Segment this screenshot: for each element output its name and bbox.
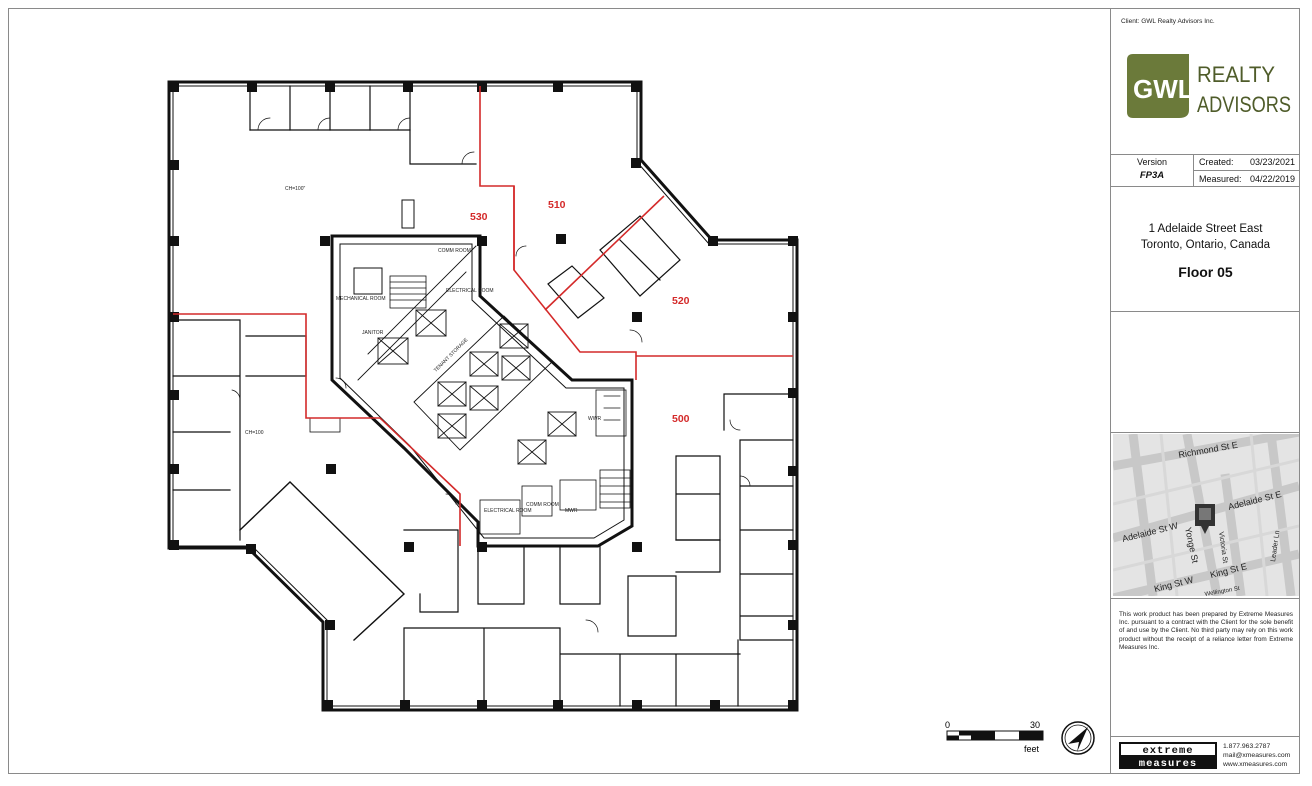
company-word-1: extreme [1142,745,1193,757]
address-line-2: Toronto, Ontario, Canada [1140,239,1271,251]
version-cell: Version FP3A [1111,154,1194,186]
room-label-tenant-storage: TENANT STORAGE [433,337,470,374]
logo-word-realty: REALTY [1197,62,1275,87]
room-label-ch-left: CH=100 [245,430,264,436]
street-leader: Leader Ln [1270,530,1281,562]
street-wellington: Wellington St [1204,586,1240,596]
floor-title: Floor 05 [1178,264,1233,280]
scale-end: 30 [1030,720,1040,730]
scale-start: 0 [945,720,950,730]
floor-plan: 530 510 520 500 CH=100" CH=100 COMM ROOM… [167,80,1095,755]
room-label-mwr: MWR [565,508,578,514]
divider [1111,598,1300,599]
suite-label-520: 520 [672,295,690,307]
suite-label-500: 500 [672,413,690,425]
version-value: FP3A [1139,170,1165,181]
divider [1111,311,1300,312]
logo-word-advisors: ADVISORS [1197,92,1291,117]
measured-value: 04/22/2019 [1249,174,1295,184]
street-victoria: Victoria St [1217,531,1228,563]
divider [1194,170,1300,171]
divider [1111,736,1300,737]
extreme-measures-logo: extreme measures [1119,742,1217,770]
contact-phone: 1.877.963.2787 [1223,743,1271,750]
building-core [330,234,634,548]
contact-website[interactable]: www.xmeasures.com [1223,761,1288,768]
measured-label: Measured: [1199,174,1242,184]
address-line-1: 1 Adelaide Street East [1148,223,1263,235]
client-name: Client: GWL Realty Advisors Inc. [1121,18,1215,25]
divider [1111,186,1300,187]
room-label-electrical-bottom: ELECTRICAL ROOM [484,508,532,514]
plan-sheet [8,8,1300,774]
divider [1111,154,1300,155]
contact-email[interactable]: mail@xmeasures.com [1223,752,1291,759]
building-outline [167,80,799,712]
suite-label-530: 530 [470,211,488,223]
disclaimer-text: This work product has been prepared by E… [1119,611,1293,651]
divider [1111,432,1300,433]
room-label-electrical-top: ELECTRICAL ROOM [446,288,494,294]
room-label-mechanical: MECHANICAL ROOM [336,296,386,302]
room-label-comm-top: COMM ROOM [438,248,471,254]
suite-boundaries [173,86,793,546]
logo-mark: GWL [1133,74,1194,104]
title-block: Client: GWL Realty Advisors Inc. GWL REA… [1110,8,1300,774]
room-label-ch-top: CH=100" [285,186,305,192]
location-map: Richmond St E Adelaide St E Adelaide St … [1113,434,1299,596]
company-word-2: measures [1139,758,1197,770]
room-label-wwr: WWR [588,416,601,422]
scale-bar: 0 30 feet [945,720,1044,754]
created-value: 03/23/2021 [1249,157,1295,167]
north-arrow-icon [1061,721,1095,755]
scale-unit: feet [1024,744,1040,754]
gwl-logo: GWL REALTY ADVISORS [1127,54,1291,118]
room-label-janitor: JANITOR [362,330,384,336]
created-label: Created: [1199,157,1234,167]
suite-label-510: 510 [548,199,566,211]
contact-info: 1.877.963.2787 mail@xmeasures.com www.xm… [1223,742,1290,769]
version-label: Version [1136,157,1168,167]
room-label-comm-bottom: COMM ROOM [526,502,559,508]
location-pin-icon [1195,504,1215,534]
